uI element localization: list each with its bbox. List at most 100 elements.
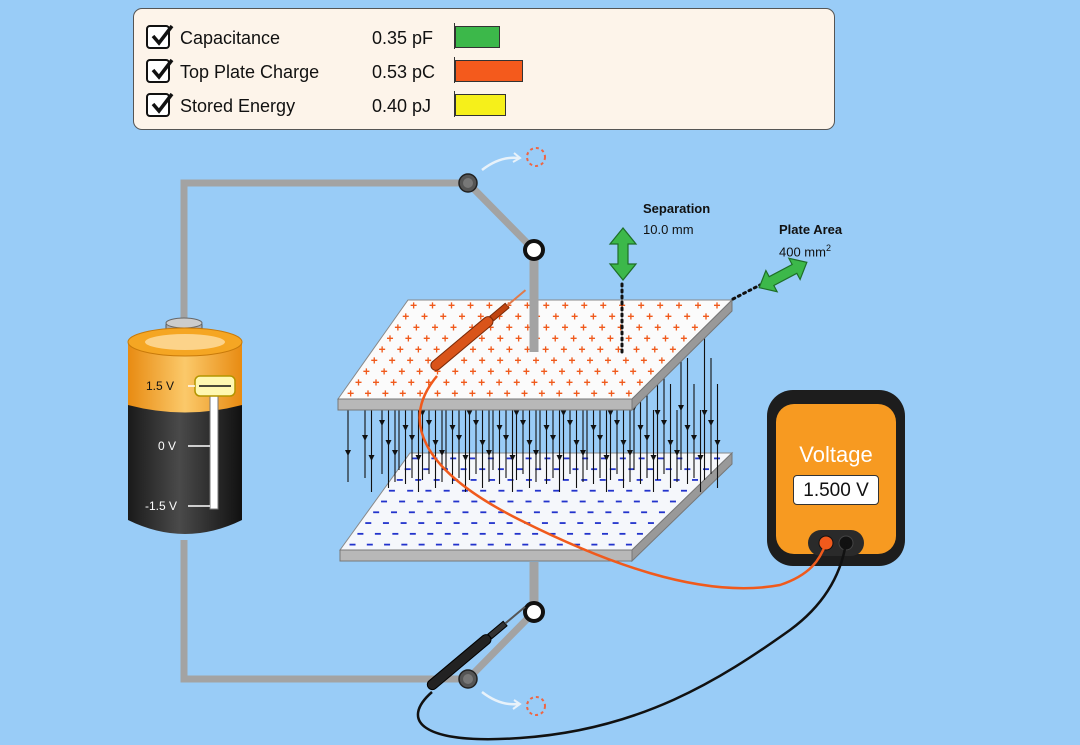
battery-slider-track bbox=[209, 384, 219, 510]
field-arrow bbox=[466, 410, 473, 416]
positive-charge: + bbox=[552, 332, 559, 346]
field-arrow bbox=[449, 425, 456, 431]
positive-charge: + bbox=[552, 310, 559, 324]
positive-charge: + bbox=[513, 376, 520, 390]
field-arrow bbox=[533, 450, 539, 456]
field-arrow bbox=[607, 410, 614, 416]
field-arrow bbox=[439, 450, 445, 456]
capacitance-checkbox[interactable] bbox=[146, 24, 174, 49]
positive-charge: + bbox=[636, 376, 643, 390]
stored-energy-bar-axis bbox=[454, 91, 455, 117]
positive-charge: + bbox=[702, 310, 709, 324]
field-arrow bbox=[580, 450, 586, 456]
positive-charge: + bbox=[625, 332, 632, 346]
positive-charge: + bbox=[478, 332, 485, 346]
top-plate-positive-charges: ++++++++++++++++++++++++++++++++++++++++… bbox=[347, 299, 720, 401]
positive-charge: + bbox=[524, 299, 531, 313]
bottom-switch-disconnect-target[interactable] bbox=[526, 696, 546, 716]
positive-charge: + bbox=[591, 387, 598, 401]
top-switch-disconnect-target[interactable] bbox=[526, 147, 546, 167]
voltmeter-title: Voltage bbox=[799, 442, 873, 467]
field-arrow bbox=[590, 425, 597, 431]
field-arrow bbox=[697, 455, 704, 461]
field-arrow bbox=[637, 425, 644, 431]
positive-charge: + bbox=[347, 387, 354, 401]
positive-charge: + bbox=[644, 332, 651, 346]
positive-charge: + bbox=[486, 299, 493, 313]
positive-charge: + bbox=[609, 310, 616, 324]
positive-charge: + bbox=[443, 376, 450, 390]
separation-value: 10.0 mm bbox=[643, 222, 694, 237]
black-probe[interactable] bbox=[425, 603, 528, 692]
positive-charge: + bbox=[487, 321, 494, 335]
battery-bottom-label: -1.5 V bbox=[145, 499, 178, 513]
positive-charge: + bbox=[416, 365, 423, 379]
positive-charge: + bbox=[431, 321, 438, 335]
positive-charge: + bbox=[524, 343, 531, 357]
positive-charge: + bbox=[599, 321, 606, 335]
positive-charge: + bbox=[496, 310, 503, 324]
stored-energy-checkbox[interactable] bbox=[146, 92, 174, 117]
voltmeter-reading: 1.500 V bbox=[793, 475, 879, 505]
top-plate-charge-bar bbox=[455, 60, 523, 82]
field-arrow bbox=[426, 420, 432, 426]
field-arrow bbox=[479, 440, 486, 446]
field-arrow bbox=[503, 435, 509, 441]
positive-charge: + bbox=[381, 365, 388, 379]
positive-charge: + bbox=[497, 354, 504, 368]
field-arrow bbox=[402, 425, 409, 431]
positive-charge: + bbox=[568, 354, 575, 368]
positive-charge: + bbox=[425, 354, 432, 368]
positive-charge: + bbox=[562, 299, 569, 313]
field-arrow bbox=[597, 435, 603, 441]
positive-charge: + bbox=[405, 332, 412, 346]
top-plate-charge-bar-axis bbox=[454, 57, 455, 83]
field-arrow bbox=[526, 440, 533, 446]
top-plate-charge-value: 0.53 pC bbox=[372, 62, 436, 82]
stored-energy-value: 0.40 pJ bbox=[372, 96, 432, 116]
capacitance-row: Capacitance 0.35 pF bbox=[146, 23, 826, 53]
capacitance-value: 0.35 pF bbox=[372, 28, 434, 48]
positive-charge: + bbox=[542, 343, 549, 357]
positive-charge: + bbox=[597, 343, 604, 357]
positive-charge: + bbox=[394, 321, 401, 335]
red-probe[interactable] bbox=[429, 286, 529, 372]
positive-charge: + bbox=[515, 310, 522, 324]
field-arrow bbox=[543, 425, 550, 431]
positive-charge: + bbox=[533, 354, 540, 368]
positive-charge: + bbox=[684, 310, 691, 324]
field-arrow bbox=[496, 425, 503, 431]
positive-charge: + bbox=[478, 376, 485, 390]
positive-charge: + bbox=[417, 387, 424, 401]
positive-charge: + bbox=[434, 365, 441, 379]
positive-charge: + bbox=[691, 321, 698, 335]
positive-charge: + bbox=[397, 343, 404, 357]
top-switch-terminal[interactable] bbox=[523, 239, 545, 261]
positive-charge: + bbox=[680, 332, 687, 346]
positive-charge: + bbox=[373, 376, 380, 390]
battery-mid-label: 0 V bbox=[158, 439, 177, 453]
field-arrow bbox=[385, 440, 392, 446]
field-arrow bbox=[415, 455, 422, 461]
field-arrow bbox=[674, 450, 680, 456]
positive-charge: + bbox=[440, 310, 447, 324]
positive-charge: + bbox=[630, 365, 637, 379]
separation-arrow-icon[interactable] bbox=[608, 227, 638, 281]
capacitance-bar bbox=[455, 26, 500, 48]
positive-charge: + bbox=[425, 376, 432, 390]
positive-charge: + bbox=[658, 354, 665, 368]
positive-charge: + bbox=[379, 343, 386, 357]
top-plate-charge-checkbox[interactable] bbox=[146, 58, 174, 83]
positive-charge: + bbox=[571, 310, 578, 324]
bottom-switch-terminal[interactable] bbox=[523, 601, 545, 623]
capacitance-bar-axis bbox=[454, 23, 455, 49]
positive-charge: + bbox=[556, 387, 563, 401]
field-arrow bbox=[550, 435, 556, 441]
field-arrow bbox=[462, 455, 469, 461]
field-arrow bbox=[520, 420, 526, 426]
positive-charge: + bbox=[580, 321, 587, 335]
stored-energy-row: Stored Energy 0.40 pJ bbox=[146, 91, 826, 121]
plate-area-arrow-icon[interactable] bbox=[754, 252, 813, 299]
positive-charge: + bbox=[594, 365, 601, 379]
positive-charge: + bbox=[646, 310, 653, 324]
